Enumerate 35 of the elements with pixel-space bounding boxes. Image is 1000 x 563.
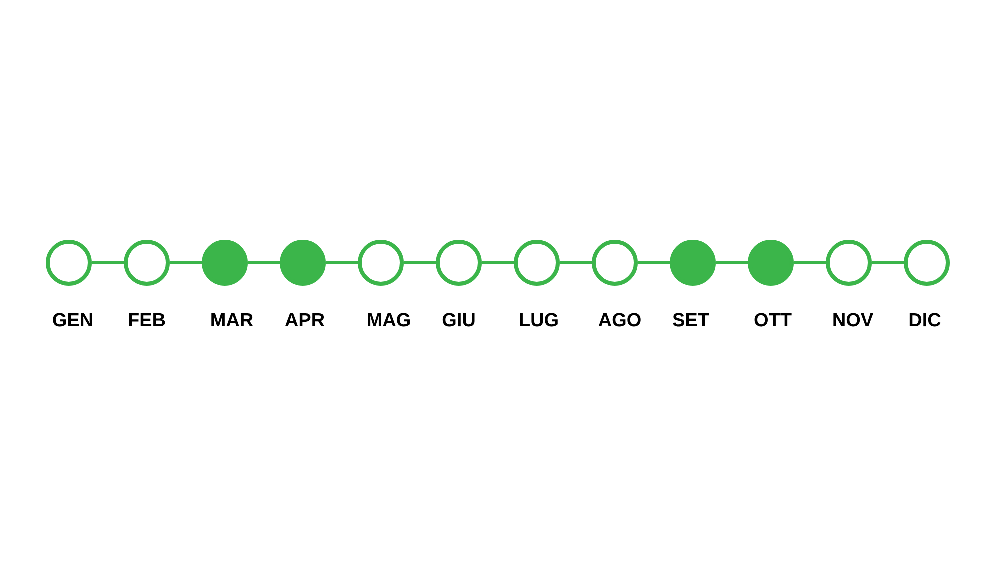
month-label: FEB <box>129 313 166 327</box>
month-label: GEN <box>53 313 92 327</box>
timeline-circle <box>436 240 482 286</box>
connector-line <box>482 262 514 264</box>
month-label: MAR <box>212 313 254 327</box>
timeline-circle <box>826 240 872 286</box>
connector-line <box>716 262 748 264</box>
month-label: OTT <box>754 313 792 327</box>
month-label: AGO <box>598 313 641 327</box>
timeline-circle <box>280 240 326 286</box>
month-label: APR <box>285 313 325 327</box>
connector-line <box>92 262 124 264</box>
connector-line <box>794 262 826 264</box>
month-label: GIU <box>442 313 475 327</box>
month-label: DIC <box>910 313 941 327</box>
connector-line <box>872 262 904 264</box>
timeline-circle <box>202 240 248 286</box>
month-label: MAG <box>368 313 410 327</box>
connector-line <box>170 262 202 264</box>
connector-line <box>248 262 280 264</box>
timeline-circle <box>124 240 170 286</box>
connector-line <box>404 262 436 264</box>
connector-line <box>638 262 670 264</box>
month-label: SET <box>673 313 710 327</box>
timeline-circle <box>904 240 950 286</box>
timeline-circle <box>592 240 638 286</box>
month-label: LUG <box>520 313 558 327</box>
timeline-circle <box>358 240 404 286</box>
timeline-circle <box>748 240 794 286</box>
timeline-circle <box>46 240 92 286</box>
timeline-circle <box>514 240 560 286</box>
timeline-circle <box>670 240 716 286</box>
connector-line <box>560 262 592 264</box>
month-label: NOV <box>834 313 874 327</box>
connector-line <box>326 262 358 264</box>
